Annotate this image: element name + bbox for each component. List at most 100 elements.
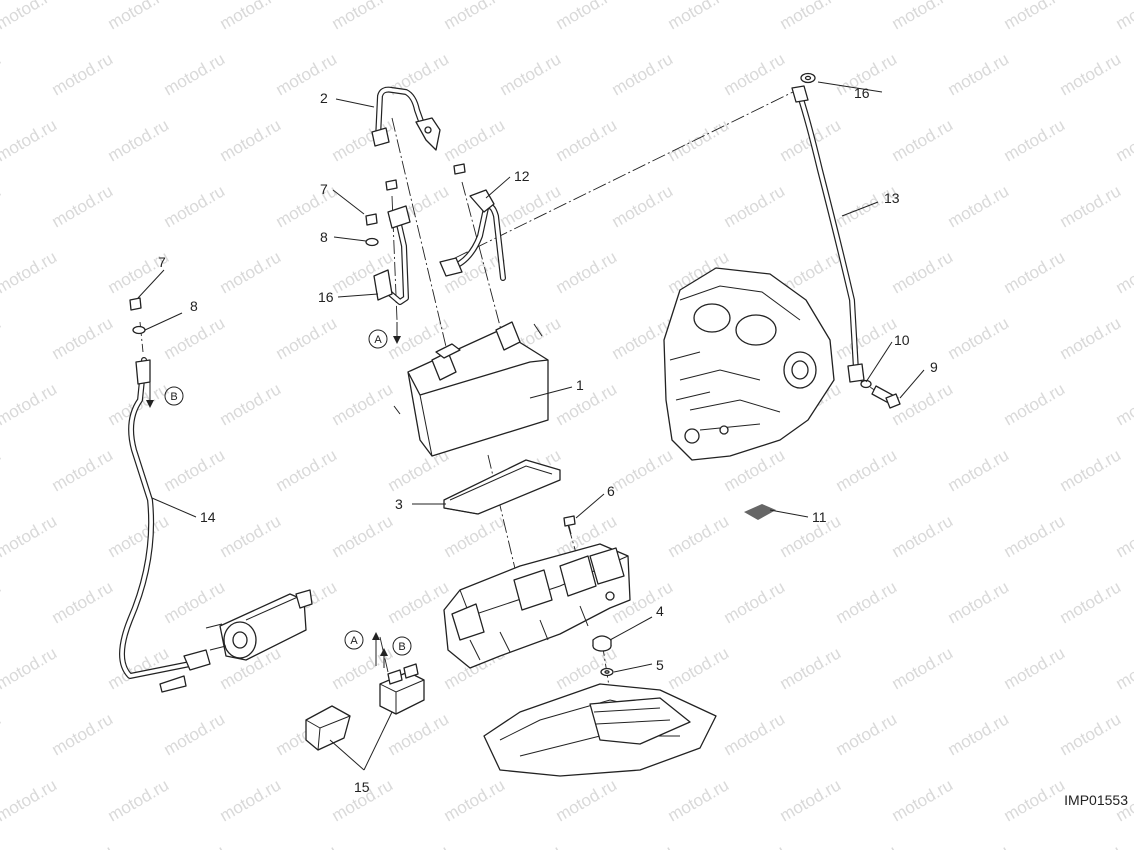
connection-arrows <box>146 322 401 668</box>
washer-10 <box>860 379 872 389</box>
callout-3: 3 <box>395 496 403 512</box>
watermark-text: motod.ru <box>1113 247 1134 297</box>
watermark-text: motod.ru <box>553 775 621 825</box>
watermark-text: motod.ru <box>945 841 1013 850</box>
watermark-text: motod.ru <box>0 643 60 693</box>
callout-12: 12 <box>514 168 530 184</box>
watermark-text: motod.ru <box>945 445 1013 495</box>
watermark-text: motod.ru <box>0 709 4 759</box>
watermark-text: motod.ru <box>217 0 285 33</box>
watermark-text: motod.ru <box>1113 0 1134 33</box>
watermark-text: motod.ru <box>497 841 565 850</box>
watermark-text: motod.ru <box>329 511 397 561</box>
lead-with-clip <box>373 205 411 305</box>
watermark-text: motod.ru <box>217 511 285 561</box>
starter-motor <box>205 589 313 661</box>
watermark-text: motod.ru <box>0 247 60 297</box>
callout-10: 10 <box>894 332 910 348</box>
callout-4: 4 <box>656 603 664 619</box>
watermark-text: motod.ru <box>833 445 901 495</box>
watermark-text: motod.ru <box>945 313 1013 363</box>
watermark-text: motod.ru <box>721 709 789 759</box>
watermark-text: motod.ru <box>945 181 1013 231</box>
watermark-text: motod.ru <box>49 577 117 627</box>
watermark-text: motod.ru <box>441 0 509 33</box>
callout-2: 2 <box>320 90 328 106</box>
watermark-text: motod.ru <box>329 379 397 429</box>
watermark-text: motod.ru <box>721 841 789 850</box>
reference-circles <box>164 329 412 656</box>
watermark-text: motod.ru <box>777 0 845 33</box>
watermark-text: motod.ru <box>777 775 845 825</box>
battery-tray <box>443 459 561 515</box>
watermark-text: motod.ru <box>0 577 4 627</box>
watermark-text: motod.ru <box>1057 577 1125 627</box>
watermark-text: motod.ru <box>833 841 901 850</box>
watermark-text: motod.ru <box>553 247 621 297</box>
watermark-text: motod.ru <box>441 775 509 825</box>
ref-a-relay: A <box>350 635 358 647</box>
starter-cable <box>119 357 211 693</box>
watermark-text: motod.ru <box>217 775 285 825</box>
watermark-text: motod.ru <box>0 181 4 231</box>
ref-b-relay: B <box>398 641 405 653</box>
watermark-text: motod.ru <box>1057 181 1125 231</box>
washer-5 <box>600 667 614 677</box>
watermark-text: motod.ru <box>1001 247 1069 297</box>
callout-9: 9 <box>930 359 938 375</box>
callout-7-top: 7 <box>320 181 328 197</box>
watermark-text: motod.ru <box>1001 379 1069 429</box>
watermark-text: motod.ru <box>1057 313 1125 363</box>
watermark-text: motod.ru <box>0 0 60 33</box>
watermark-text: motod.ru <box>161 709 229 759</box>
watermark-text: motod.ru <box>889 775 957 825</box>
positive-lead-strap <box>371 86 441 151</box>
callout-13: 13 <box>884 190 900 206</box>
watermark-text: motod.ru <box>609 841 677 850</box>
watermark-text: motod.ru <box>889 643 957 693</box>
callout-6: 6 <box>607 483 615 499</box>
watermark-text: motod.ru <box>1057 49 1125 99</box>
watermark-text: motod.ru <box>0 511 60 561</box>
watermark-text: motod.ru <box>49 49 117 99</box>
watermark-text: motod.ru <box>1001 643 1069 693</box>
battery-screws-top <box>365 163 466 247</box>
watermark-text: motod.ru <box>777 643 845 693</box>
watermark-text: motod.ru <box>1113 643 1134 693</box>
callout-16-top: 16 <box>854 85 870 101</box>
watermark-text: motod.ru <box>49 313 117 363</box>
battery <box>393 321 549 457</box>
watermark-text: motod.ru <box>1001 775 1069 825</box>
watermark-text: motod.ru <box>609 49 677 99</box>
watermark-text: motod.ru <box>945 577 1013 627</box>
screw-washer-left <box>129 297 146 335</box>
callout-14: 14 <box>200 509 216 525</box>
watermark-text: motod.ru <box>105 115 173 165</box>
watermark-text: motod.ru <box>441 511 509 561</box>
negative-lead-short <box>439 189 506 281</box>
watermark-text: motod.ru <box>441 115 509 165</box>
watermark-text: motod.ru <box>1001 0 1069 33</box>
watermark-text: motod.ru <box>665 643 733 693</box>
watermark-text: motod.ru <box>49 841 117 850</box>
watermark-text: motod.ru <box>49 445 117 495</box>
watermark-text: motod.ru <box>497 49 565 99</box>
watermark-text: motod.ru <box>833 709 901 759</box>
watermark-text: motod.ru <box>665 775 733 825</box>
watermark-text: motod.ru <box>0 115 60 165</box>
watermark-text: motod.ru <box>1113 379 1134 429</box>
watermark-text: motod.ru <box>889 115 957 165</box>
lower-cover <box>483 683 717 777</box>
electrical-components-housing <box>443 543 631 669</box>
watermark-text: motod.ru <box>721 577 789 627</box>
callout-8-left: 8 <box>190 298 198 314</box>
watermark-text: motod.ru <box>329 0 397 33</box>
watermark-text: motod.ru <box>1113 115 1134 165</box>
watermark-text: motod.ru <box>1057 445 1125 495</box>
watermark-text: motod.ru <box>0 49 4 99</box>
watermark-text: motod.ru <box>945 49 1013 99</box>
watermark-text: motod.ru <box>0 445 4 495</box>
ground-strap-long <box>791 85 865 383</box>
watermark-text: motod.ru <box>385 577 453 627</box>
ref-b-left: B <box>170 391 177 403</box>
